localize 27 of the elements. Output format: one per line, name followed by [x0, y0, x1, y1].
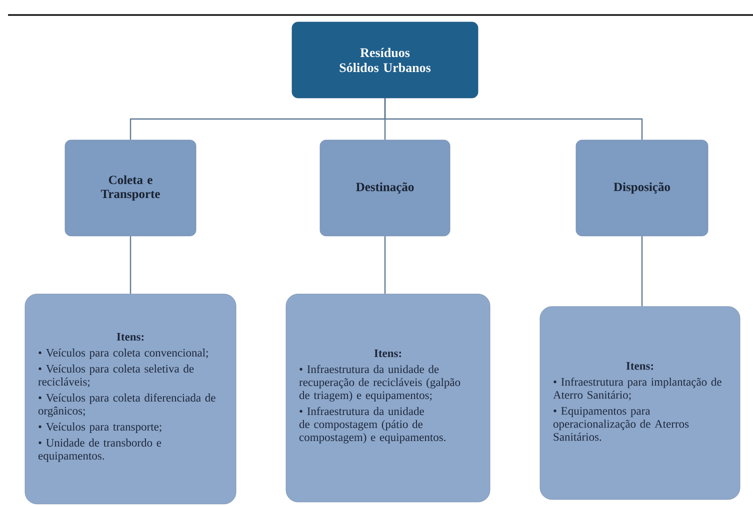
- list-heading: Itens:: [626, 362, 654, 370]
- connector-line: [641, 236, 643, 306]
- list-item: • Infraestrutura para implantação de Aterro Sanitário;: [553, 378, 722, 400]
- list-item: • Equipamentos para operacionalização de Aterros Sanitários.: [553, 407, 689, 441]
- category-box: [64, 140, 196, 236]
- list-heading: Itens:: [116, 333, 144, 341]
- list-item: • Veículos para transporte;: [38, 422, 162, 433]
- items-box: [540, 306, 740, 500]
- box-title: Coleta e Transporte: [100, 175, 160, 201]
- connector-line: [384, 236, 386, 294]
- list-heading: Itens:: [374, 350, 402, 358]
- box-title: Resíduos Sólidos Urbanos: [340, 48, 431, 72]
- category-box: [320, 140, 450, 236]
- box-title: Disposição: [614, 182, 670, 194]
- connector-line: [130, 236, 132, 294]
- list-item: • Infraestrutura da unidade de recuperação de recicláveis (galpão de triagem) e equipamentos;: [299, 364, 460, 402]
- list-item: • Veículos para coleta diferenciada de orgânicos;: [38, 393, 216, 417]
- list-item: • Veículos para coleta convencional;: [38, 348, 208, 359]
- connector-line: [384, 98, 643, 140]
- list-item: • Veículos para coleta seletiva de recicláveis;: [38, 364, 194, 388]
- items-box: [286, 294, 490, 502]
- box-title: Destinação: [356, 182, 414, 194]
- items-box: [24, 294, 236, 504]
- root-box: [292, 22, 478, 98]
- list-item: • Unidade de transbordo e equipamentos.: [38, 438, 162, 462]
- list-item: • Infraestrutura da unidade de compostagem (pátio de compostagem) e equipamentos.: [299, 406, 446, 444]
- category-box: [576, 140, 708, 236]
